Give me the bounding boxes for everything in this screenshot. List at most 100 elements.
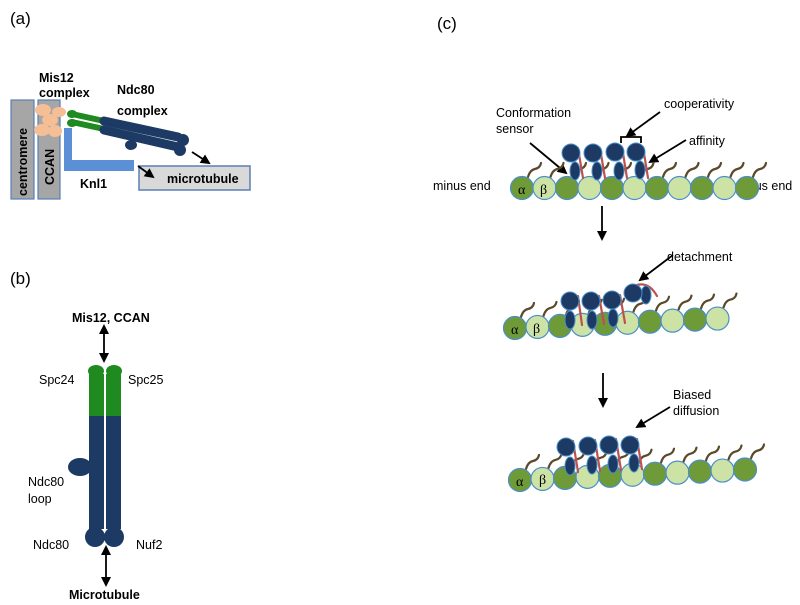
ndc80-label: Ndc80 [33, 538, 69, 552]
tubulin-subunit [705, 306, 730, 331]
tubulin-subunit [712, 175, 737, 201]
ndc80-foot [607, 454, 619, 474]
tubulin-tail [704, 445, 721, 462]
tubulin-subunit [734, 175, 760, 201]
panel-c-label: (c) [437, 14, 457, 33]
ndc80-foot [591, 161, 603, 181]
tubulin-subunit [660, 308, 685, 333]
microtubule-lattice-1 [509, 161, 768, 201]
biased-diffusion-label-1: Biased [673, 388, 711, 402]
tubulin-tail [684, 161, 700, 179]
ndc80-foot [586, 310, 598, 330]
tubulin-subunit [689, 175, 715, 201]
ndc80-loop-label-1: Ndc80 [28, 475, 64, 489]
centromere-label: centromere [16, 128, 30, 196]
ndc80-head [581, 291, 601, 311]
ndc80-foot [613, 161, 625, 181]
ndc80-foot [564, 456, 576, 476]
tubulin-subunit [732, 457, 758, 482]
tubulin-subunit [644, 175, 670, 201]
tubulin-tail [727, 444, 743, 461]
ndc80-heads-1 [561, 142, 650, 181]
ndc80-foot [640, 285, 652, 305]
tubulin-tail [677, 294, 693, 311]
arrow-affinity [648, 139, 687, 164]
tubulin-tail [682, 446, 698, 463]
tubulin-tail [526, 161, 543, 179]
mis12-label-1: Mis12 [39, 71, 74, 85]
ndc80-loop-label-2: loop [28, 492, 52, 506]
tubulin-subunit [710, 458, 735, 483]
arrow-a-2 [137, 165, 155, 179]
microtubule-b-label: Microtubule [69, 588, 140, 602]
tubulin-tail [749, 443, 766, 460]
panel-b-label: (b) [10, 269, 31, 288]
panel-b: (b) Mis12, CCAN Spc24 Spc25 Ndc80 loop N… [10, 269, 163, 602]
alpha-label-1: α [518, 183, 526, 198]
ndc80-head [620, 435, 640, 455]
beta-label-3: β [539, 473, 546, 488]
minus-end-label: minus end [433, 179, 491, 193]
conformation-sensor-label-2: sensor [496, 122, 534, 136]
ndc80-head [599, 435, 619, 455]
ndc80-head [561, 143, 581, 163]
tubulin-tail [654, 295, 671, 312]
panel-a-label: (a) [10, 9, 31, 28]
tubulin-tail [659, 447, 676, 464]
ccan-label: CCAN [43, 149, 57, 185]
ndc80-heads-2 [560, 283, 659, 330]
ndc80-head [583, 143, 603, 163]
microtubule-label: microtubule [167, 172, 239, 186]
tubulin-subunit [682, 307, 708, 332]
tubulin-subunit [622, 175, 647, 201]
ndc80-foot [564, 310, 576, 330]
spc25-label: Spc25 [128, 373, 163, 387]
ndc80-complex-vertical [68, 365, 124, 547]
ndc80-foot [628, 453, 640, 473]
mis12-ccan-label: Mis12, CCAN [72, 311, 150, 325]
ndc80-label-2: complex [117, 104, 168, 118]
cooperativity-label: cooperativity [664, 97, 735, 111]
tubulin-subunit [665, 460, 690, 485]
tubulin-tail [661, 161, 678, 179]
beta-label-1: β [540, 183, 547, 198]
ndc80-foot [586, 455, 598, 475]
detachment-label: detachment [667, 250, 733, 264]
mis12-label-2: complex [39, 86, 90, 100]
tubulin-tail [519, 301, 536, 319]
cooperativity-bracket [620, 136, 642, 143]
arrow-detachment [638, 254, 674, 282]
ndc80-foot [569, 161, 581, 181]
ndc80-foot [607, 308, 619, 328]
tubulin-tail [699, 293, 716, 310]
microtubule-box [138, 165, 251, 191]
panel-a: (a) centromere CCAN Knl1 Mis12 complex [10, 9, 251, 200]
knl1-shape [64, 128, 134, 171]
ndc80-complex-shape [67, 110, 189, 156]
ndc80-head [626, 142, 646, 162]
beta-label-2: β [533, 322, 540, 337]
ndc80-head [602, 290, 622, 310]
tubulin-tail [751, 161, 768, 179]
arrow-a-1 [191, 151, 211, 165]
tubulin-tail [722, 292, 738, 309]
arrow-cooperativity [625, 111, 661, 138]
centromere-box [10, 99, 35, 200]
tubulin-subunit [667, 175, 692, 201]
conformation-sensor-label-1: Conformation [496, 106, 571, 120]
ndc80-head [578, 436, 598, 456]
tubulin-tail [524, 453, 541, 471]
tubulin-tail [547, 452, 563, 470]
alpha-label-3: α [516, 475, 524, 490]
ndc80-head [556, 437, 576, 457]
ndc80-head [623, 283, 643, 303]
ndc80-label-1: Ndc80 [117, 83, 155, 97]
ndc80-foot [634, 160, 646, 180]
tubulin-subunit [642, 461, 668, 486]
tubulin-tail [549, 161, 565, 179]
alpha-label-2: α [511, 323, 519, 338]
knl1-label: Knl1 [80, 177, 107, 191]
spc24-label: Spc24 [39, 373, 74, 387]
tubulin-subunit [687, 459, 713, 484]
